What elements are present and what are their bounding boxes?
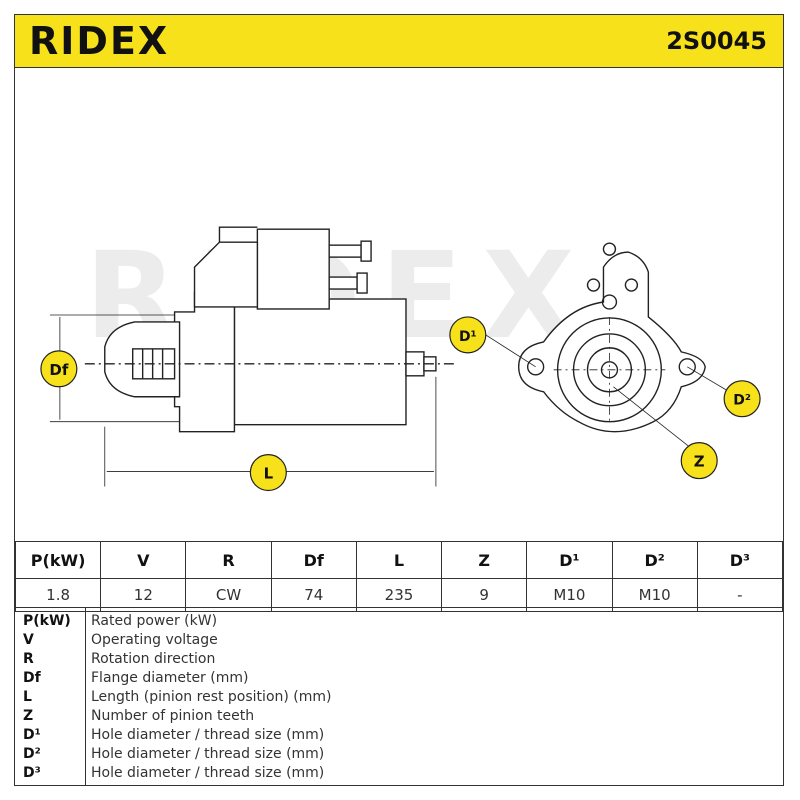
legend-item: V Operating voltage <box>15 631 783 649</box>
d2-callout-circle <box>723 380 761 418</box>
legend-item: R Rotation direction <box>15 650 783 668</box>
spec-value-cell: 74 <box>270 578 357 612</box>
brand-logo: RIDEX <box>29 19 170 63</box>
l-callout-circle <box>249 454 287 492</box>
datasheet: RIDEX 2S0045 RIDEX <box>14 14 784 786</box>
df-label: Df <box>49 361 68 379</box>
legend-text: Rotation direction <box>91 651 216 667</box>
spec-value-cell: CW <box>185 578 272 612</box>
legend-key: D² <box>23 746 41 762</box>
legend-text: Length (pinion rest position) (mm) <box>91 689 332 705</box>
spec-value-cell: - <box>696 578 784 612</box>
legend-text: Hole diameter / thread size (mm) <box>91 746 325 762</box>
spec-header-cell: D² <box>611 541 698 579</box>
d1-label: D¹ <box>459 329 477 345</box>
legend-key: V <box>23 632 34 648</box>
spec-value-cell: 235 <box>355 578 443 612</box>
legend-item: L Length (pinion rest position) (mm) <box>15 688 783 706</box>
l-label: L <box>264 465 274 483</box>
spec-header-cell: V <box>100 541 187 579</box>
legend-key: L <box>23 689 32 705</box>
spec-header-cell: D³ <box>696 541 784 579</box>
spec-value-cell: M10 <box>611 578 698 612</box>
df-callout-circle <box>40 350 78 388</box>
spec-header-cell: R <box>185 541 272 579</box>
legend-item: Z Number of pinion teeth <box>15 707 783 725</box>
legend-item: Df Flange diameter (mm) <box>15 669 783 687</box>
spec-value-row: 1.8 12 CW 74 235 9 M10 M10 - <box>14 578 784 612</box>
legend-text: Hole diameter / thread size (mm) <box>91 727 325 743</box>
z-callout-circle <box>680 442 718 480</box>
starter-drawing: RIDEX <box>40 226 761 492</box>
legend-key: P(kW) <box>23 613 71 629</box>
legend-text: Hole diameter / thread size (mm) <box>91 765 325 781</box>
side-view <box>49 226 454 487</box>
legend-item: P(kW) Rated power (kW) <box>15 612 783 630</box>
legend: P(kW) Rated power (kW) V Operating volta… <box>15 607 783 786</box>
d1-callout-circle <box>449 316 487 354</box>
legend-text: Rated power (kW) <box>91 613 218 629</box>
part-number: 2S0045 <box>666 27 767 55</box>
legend-item: D² Hole diameter / thread size (mm) <box>15 745 783 763</box>
legend-text: Number of pinion teeth <box>91 708 255 724</box>
spec-header-cell: Df <box>270 541 357 579</box>
spec-header-cell: Z <box>441 541 528 579</box>
legend-key: Z <box>23 708 34 724</box>
spec-value-cell: M10 <box>526 578 613 612</box>
legend-key: D¹ <box>23 727 41 743</box>
legend-key: R <box>23 651 34 667</box>
spec-value-cell: 9 <box>441 578 528 612</box>
d2-label: D² <box>733 393 751 409</box>
spec-header-cell: D¹ <box>526 541 613 579</box>
spec-value-cell: 1.8 <box>14 578 102 612</box>
spec-header-row: P(kW) V R Df L Z D¹ D² D³ <box>14 541 784 579</box>
legend-key: D³ <box>23 765 41 781</box>
legend-item: D³ Hole diameter / thread size (mm) <box>15 764 783 782</box>
legend-text: Operating voltage <box>91 632 218 648</box>
legend-divider <box>85 608 86 786</box>
spec-header-cell: L <box>355 541 443 579</box>
header-bar: RIDEX 2S0045 <box>15 15 783 68</box>
spec-value-cell: 12 <box>100 578 187 612</box>
legend-key: Df <box>23 670 41 686</box>
z-label: Z <box>694 453 705 471</box>
spec-table: P(kW) V R Df L Z D¹ D² D³ 1.8 12 CW 74 2… <box>14 541 784 612</box>
front-view <box>485 242 742 455</box>
spec-header-cell: P(kW) <box>14 541 102 579</box>
legend-text: Flange diameter (mm) <box>91 670 249 686</box>
legend-item: D¹ Hole diameter / thread size (mm) <box>15 726 783 744</box>
